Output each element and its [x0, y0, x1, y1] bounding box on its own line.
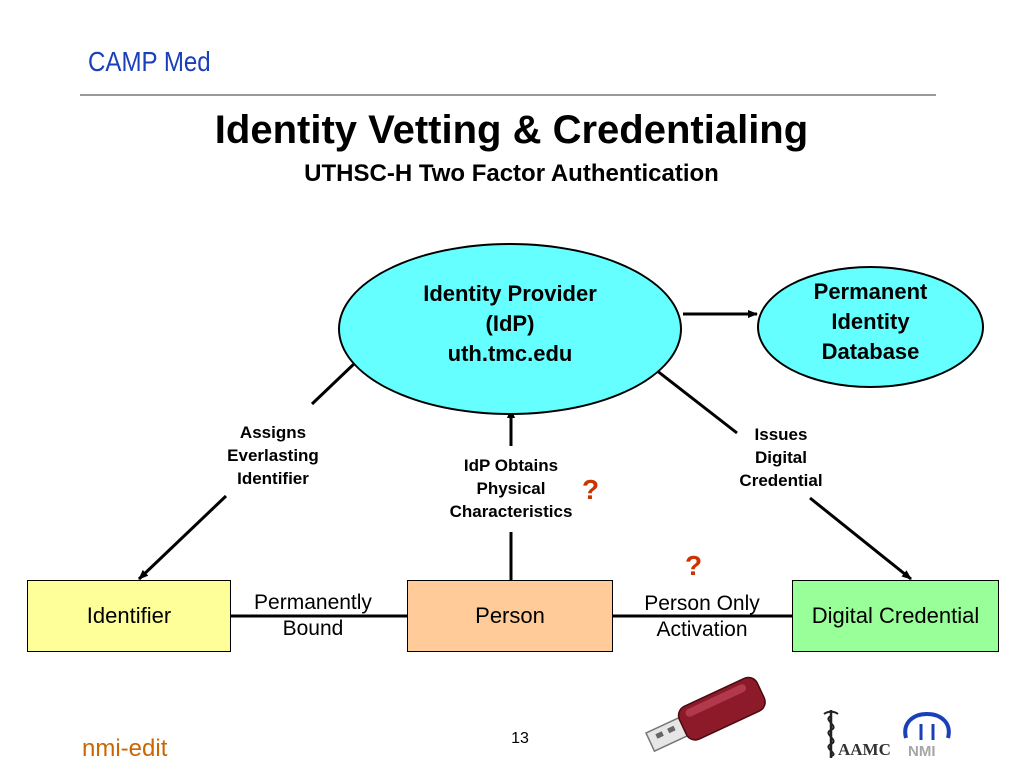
header-divider: [80, 94, 936, 96]
assigns-identifier-label: Assigns Everlasting Identifier: [227, 423, 319, 488]
idp-to-identifier-line-upper: [310, 360, 358, 406]
footer-brand: nmi-edit: [82, 735, 168, 762]
identifier-node: Identifier: [27, 580, 231, 652]
question-mark-activation: ?: [685, 550, 703, 581]
idp-to-identifier-arrow: [137, 494, 228, 581]
obtains-characteristics-label: IdP Obtains Physical Characteristics: [449, 456, 573, 521]
permanent-identity-database-node: Permanent Identity Database: [757, 266, 984, 388]
person-only-activation-label: Person Only Activation: [644, 592, 760, 641]
aamc-logo-text: AAMC: [838, 740, 891, 759]
database-line-1: Permanent: [813, 279, 928, 304]
slide-title: Identity Vetting & Credentialing: [214, 108, 809, 152]
person-node-label: Person: [475, 603, 545, 628]
idp-to-credential-line-upper: [655, 368, 738, 435]
digital-credential-node-label: Digital Credential: [811, 603, 980, 628]
page-number: 13: [511, 730, 529, 747]
digital-credential-node: Digital Credential: [792, 580, 999, 652]
identity-provider-node: Identity Provider (IdP) uth.tmc.edu: [338, 243, 682, 415]
idp-line-3: uth.tmc.edu: [447, 341, 573, 366]
idp-line-2: (IdP): [485, 311, 535, 336]
question-mark-physical: ?: [582, 474, 600, 505]
database-line-3: Database: [821, 339, 920, 364]
database-line-2: Identity: [831, 309, 910, 334]
caduceus-icon: [823, 710, 839, 758]
nmi-logo-text: NMI: [908, 743, 936, 760]
slide-subtitle: UTHSC-H Two Factor Authentication: [304, 160, 719, 187]
permanently-bound-label: Permanently Bound: [254, 591, 372, 640]
nmi-logo-icon: [903, 712, 951, 740]
person-node: Person: [407, 580, 613, 652]
identifier-node-label: Identifier: [86, 603, 172, 628]
usb-token-icon: [645, 676, 766, 752]
idp-to-credential-arrow: [809, 496, 912, 581]
issues-credential-label: Issues Digital Credential: [739, 425, 823, 490]
header-brand: CAMP Med: [88, 46, 211, 77]
idp-line-1: Identity Provider: [423, 281, 597, 306]
